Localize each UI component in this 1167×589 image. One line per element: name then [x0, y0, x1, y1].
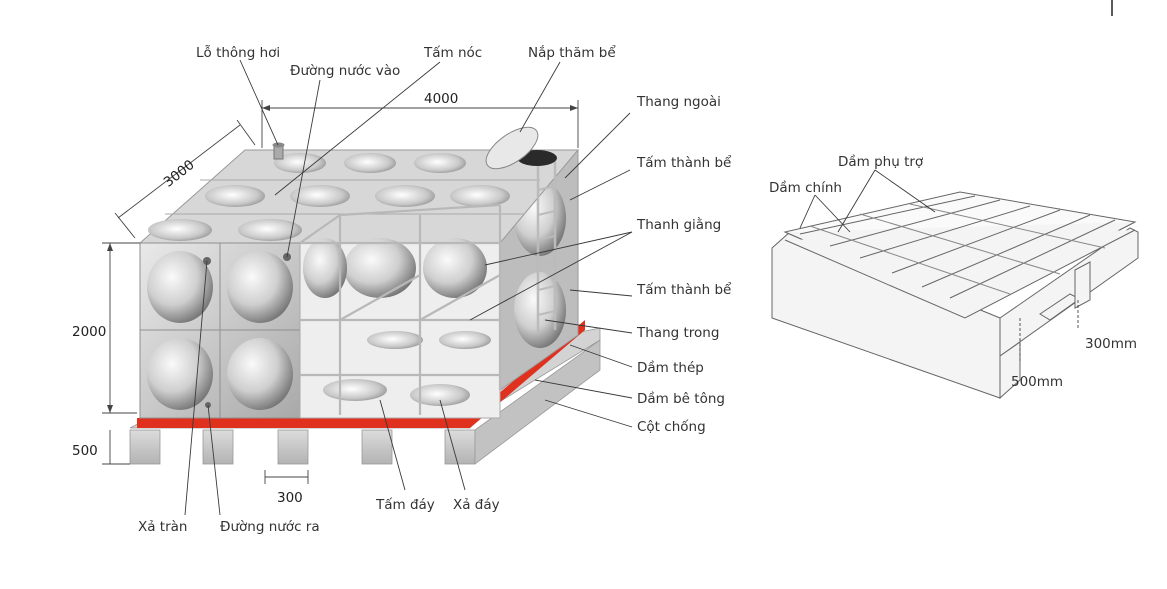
label-plinth-height: 500mm — [1011, 374, 1063, 390]
label-bottom-panel: Tấm đáy — [375, 497, 435, 513]
label-manhole: Nắp thăm bể — [528, 44, 616, 61]
dim-plinth-height: 500 — [72, 443, 98, 459]
outer-ladder — [536, 160, 557, 335]
label-drain: Xả đáy — [453, 497, 500, 513]
label-steel-beam: Dầm thép — [637, 360, 704, 376]
label-support-post: Cột chống — [637, 418, 706, 435]
label-inlet: Đường nước vào — [290, 63, 400, 79]
label-inner-ladder: Thang trong — [636, 325, 719, 341]
vent-pipe — [272, 142, 285, 160]
label-outlet: Đường nước ra — [220, 519, 320, 535]
label-concrete-beam: Dầm bê tông — [637, 391, 725, 407]
label-vent: Lỗ thông hơi — [196, 44, 280, 61]
front-wall-panels — [139, 242, 301, 419]
leader-lines — [184, 59, 633, 516]
roof-panels — [138, 149, 580, 244]
tank-labels: Lỗ thông hơi Đường nước vào Tấm nóc Nắp … — [138, 44, 732, 535]
label-tie-rod: Thanh giằng — [636, 216, 721, 233]
interior-cutaway — [299, 203, 502, 419]
frame-illustration: Dầm phụ trợ Dầm chính 300mm 500mm — [769, 154, 1139, 400]
dim-plinth-spacing: 300 — [277, 490, 303, 506]
label-overflow: Xả tràn — [138, 519, 188, 535]
label-wall-panel-top: Tấm thành bể — [636, 154, 732, 171]
tank-illustration: Lỗ thông hơi Đường nước vào Tấm nóc Nắp … — [72, 44, 732, 535]
label-outer-ladder: Thang ngoài — [636, 94, 721, 110]
label-roof-panel: Tấm nóc — [423, 45, 482, 61]
manhole-cover — [485, 126, 557, 170]
label-secondary-beam: Dầm phụ trợ — [838, 154, 924, 170]
dim-length: 4000 — [424, 91, 458, 107]
label-beam-height: 300mm — [1085, 336, 1137, 352]
label-main-beam: Dầm chính — [769, 180, 842, 196]
label-wall-panel-bottom: Tấm thành bể — [636, 281, 732, 298]
dim-height: 2000 — [72, 324, 106, 340]
